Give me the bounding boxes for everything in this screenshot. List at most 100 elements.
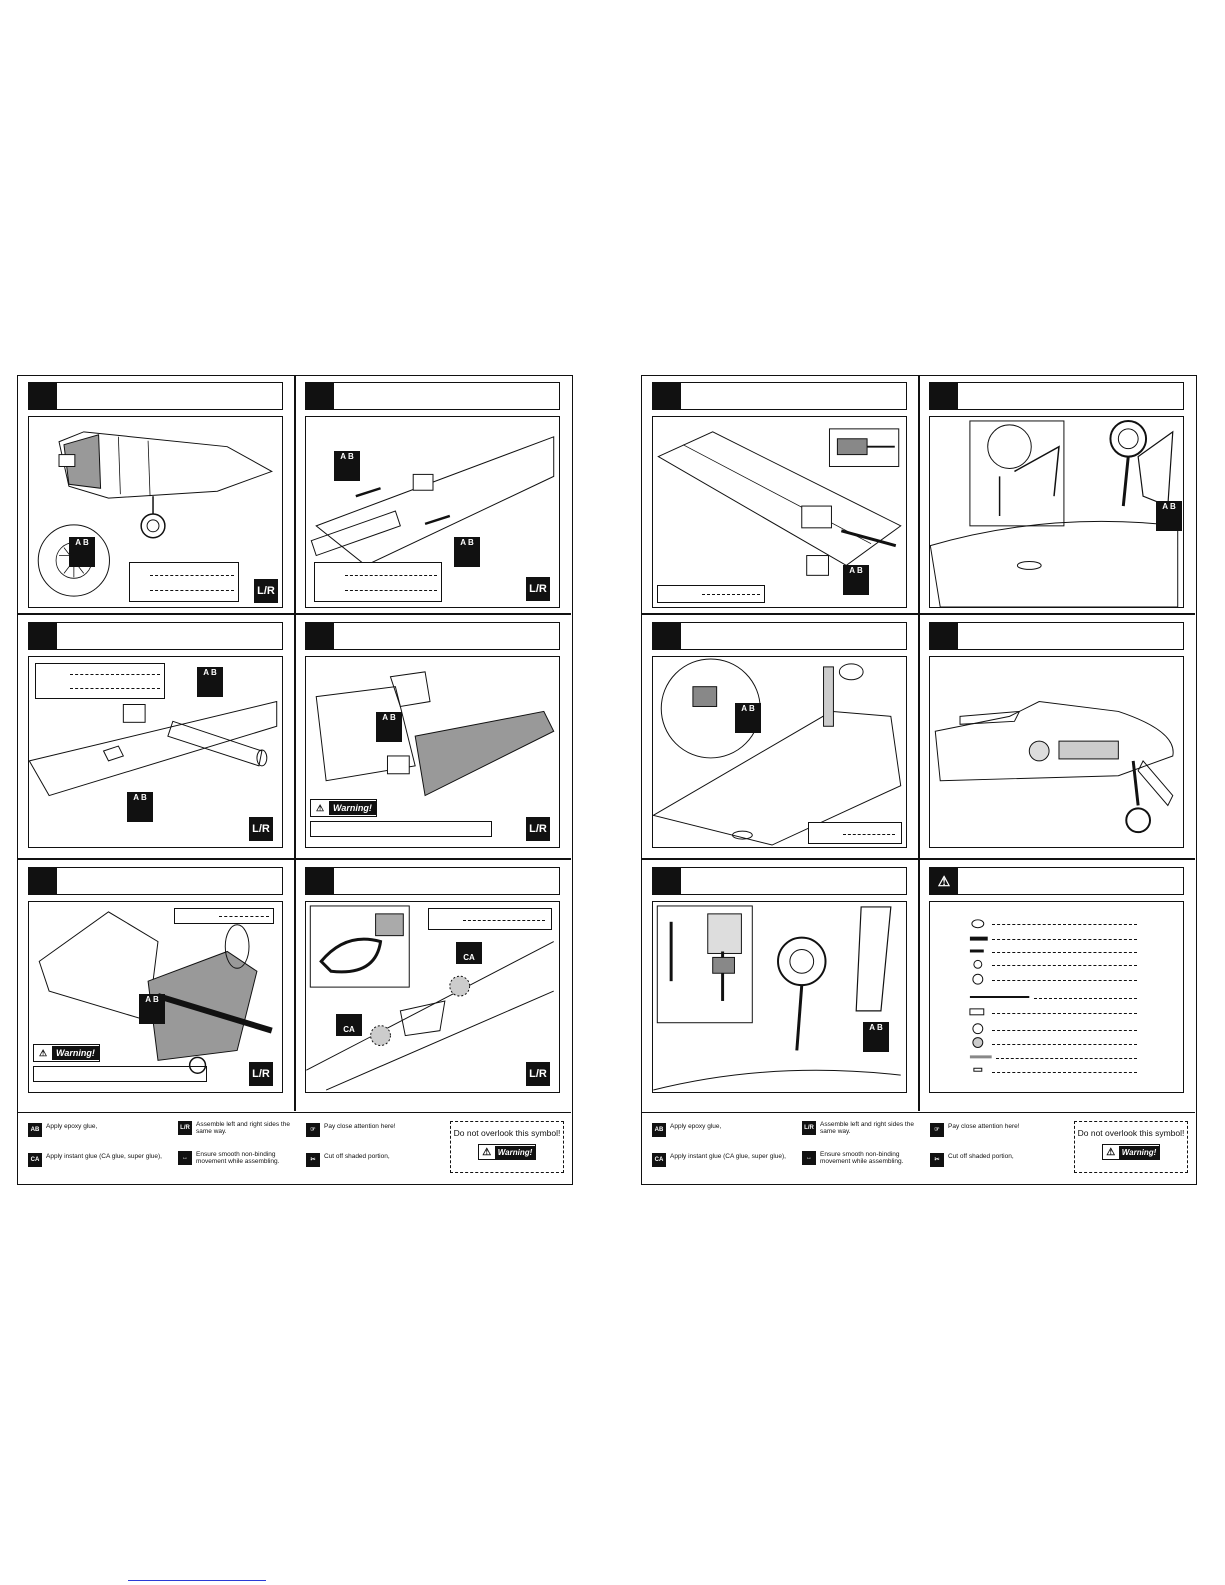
hardware-icons: [969, 919, 1030, 1072]
nose-gear-drawing: [934, 701, 1174, 834]
epoxy-glue-icon: A B: [69, 537, 95, 567]
warning-triangle-icon: ⚠: [482, 1146, 492, 1158]
warning-badge: ⚠Warning!: [1101, 1144, 1161, 1160]
step-panel: ⚠: [919, 861, 1195, 1106]
step-illustration: A B ⚠Warning! L/R: [28, 901, 283, 1093]
warning-badge: ⚠Warning!: [477, 1144, 537, 1160]
overlook-box: Do not overlook this symbol! ⚠Warning!: [450, 1121, 564, 1173]
pointing-hand-icon: ☞: [930, 1123, 944, 1137]
step-header: [305, 622, 560, 650]
column-divider: [918, 376, 920, 1111]
ab-glue-icon: AB: [652, 1123, 666, 1137]
step-header: [929, 382, 1184, 410]
step-header: [28, 622, 283, 650]
ca-glue-icon: CA: [456, 942, 482, 964]
left-right-icon: L/R: [526, 577, 550, 601]
step-number: [653, 623, 681, 649]
step-header: [652, 867, 907, 895]
landing-gear-drawing: [930, 419, 1179, 607]
step-panel: A B: [642, 861, 918, 1106]
step-panel: A B: [642, 376, 918, 621]
tail-drawing: [315, 671, 555, 797]
warning-badge: ⚠Warning!: [33, 1044, 100, 1062]
left-right-icon: L/R: [178, 1121, 192, 1135]
left-right-icon: L/R: [802, 1121, 816, 1135]
overlook-box: Do not overlook this symbol! ⚠Warning!: [1074, 1121, 1188, 1173]
step-illustration: CA CA L/R: [305, 901, 560, 1093]
pointing-hand-icon: ☞: [306, 1123, 320, 1137]
step-illustration: A B A B L/R: [305, 416, 560, 608]
steps-grid: A B A B: [642, 376, 1195, 1121]
legend-attention: ☞Pay close attention here!: [930, 1123, 1060, 1137]
left-right-icon: L/R: [249, 1062, 273, 1086]
epoxy-glue-icon: A B: [376, 712, 402, 742]
parts-list: [657, 585, 765, 603]
step-number: [930, 623, 958, 649]
step-panel: CA CA L/R: [295, 861, 571, 1106]
step-panel: A B A B L/R: [18, 616, 294, 861]
step-number: [930, 383, 958, 409]
ca-glue-icon: CA: [652, 1153, 666, 1167]
legend-smooth: ↔Ensure smooth non-binding movement whil…: [178, 1151, 298, 1165]
warning-note: [33, 1066, 207, 1082]
step-panel: A B ⚠Warning! L/R: [295, 616, 571, 861]
step-illustration: A B A B L/R: [28, 656, 283, 848]
legend-smooth: ↔Ensure smooth non-binding movement whil…: [802, 1151, 922, 1165]
hyperlink-underline[interactable]: [128, 1580, 266, 1581]
step-header: [305, 867, 560, 895]
step-illustration: A B: [929, 416, 1184, 608]
parts-list: [428, 908, 552, 930]
epoxy-glue-icon: A B: [127, 792, 153, 822]
gear-mount-drawing: [653, 658, 902, 846]
legend-cut: ✂Cut off shaded portion,: [306, 1153, 436, 1167]
warning-triangle-icon: ⚠: [38, 1047, 48, 1058]
warning-badge: ⚠Warning!: [310, 799, 377, 817]
ca-glue-icon: CA: [28, 1153, 42, 1167]
step-illustration: A B ⚠Warning! L/R: [305, 656, 560, 848]
ab-glue-icon: AB: [28, 1123, 42, 1137]
wing-attach-drawing: [38, 911, 273, 1074]
warning-triangle-icon: ⚠: [930, 868, 958, 894]
step-illustration: A B L/R: [28, 416, 283, 608]
epoxy-glue-icon: A B: [843, 565, 869, 595]
smooth-movement-icon: ↔: [802, 1151, 816, 1165]
step-header: [28, 867, 283, 895]
step-header: [652, 622, 907, 650]
step-illustration: A B: [652, 656, 907, 848]
wing-drawing: [310, 436, 555, 567]
legend-cut: ✂Cut off shaded portion,: [930, 1153, 1060, 1167]
legend-attention: ☞Pay close attention here!: [306, 1123, 436, 1137]
warning-triangle-icon: ⚠: [315, 802, 325, 813]
step-panel: A B: [642, 616, 918, 861]
parts-list: [174, 908, 274, 924]
parts-list: [314, 562, 442, 602]
step-panel: A B A B L/R: [295, 376, 571, 621]
row-divider: [18, 858, 571, 860]
step-illustration: A B: [652, 416, 907, 608]
instruction-page-right: A B A B: [641, 375, 1197, 1185]
left-right-icon: L/R: [249, 817, 273, 841]
epoxy-glue-icon: A B: [454, 537, 480, 567]
epoxy-glue-icon: A B: [1156, 501, 1182, 531]
smooth-movement-icon: ↔: [178, 1151, 192, 1165]
column-divider: [294, 376, 296, 1111]
step-number: [653, 383, 681, 409]
step-number: [306, 623, 334, 649]
step-header: [929, 622, 1184, 650]
ca-glue-icon: CA: [336, 1014, 362, 1036]
cut-shaded-icon: ✂: [930, 1153, 944, 1167]
epoxy-glue-icon: A B: [139, 994, 165, 1024]
hardware-list: [929, 901, 1184, 1093]
row-divider: [18, 613, 571, 615]
step-panel: [919, 616, 1195, 861]
control-surface-drawing: [657, 428, 902, 576]
warning-triangle-icon: ⚠: [1106, 1146, 1116, 1158]
step-panel: A B L/R: [18, 376, 294, 621]
